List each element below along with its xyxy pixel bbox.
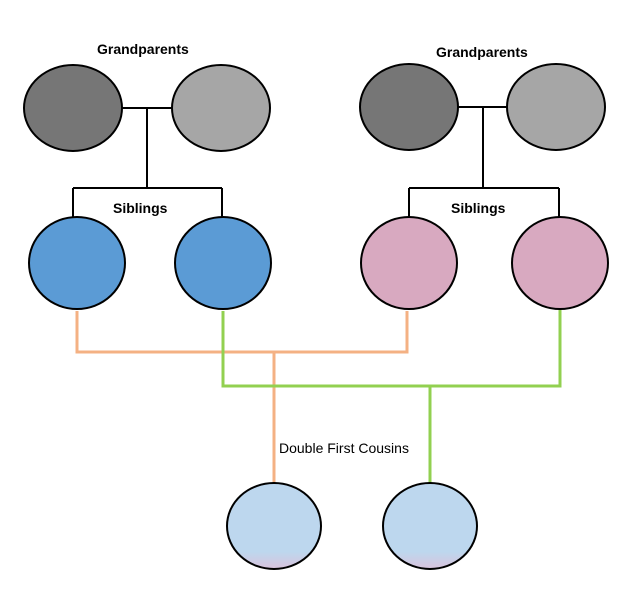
grandparent-left-1 xyxy=(23,64,123,152)
sibling-right-1 xyxy=(360,216,458,310)
sibling-left-2 xyxy=(174,216,272,310)
green-marriage-line xyxy=(221,306,562,388)
grandparent-right-1 xyxy=(359,63,459,151)
cousin-2 xyxy=(382,482,478,570)
sibling-right-2 xyxy=(511,216,609,310)
cousins-label: Double First Cousins xyxy=(279,440,409,456)
grandparents-right-label: Grandparents xyxy=(436,44,528,60)
siblings-left-label: Siblings xyxy=(113,200,168,216)
orange-marriage-line xyxy=(75,311,409,354)
grandparent-left-2 xyxy=(171,64,271,152)
siblings-right-label: Siblings xyxy=(451,200,506,216)
connectors xyxy=(72,106,562,483)
grandparent-right-2 xyxy=(506,63,606,151)
sibling-left-1 xyxy=(28,216,126,310)
cousin-1 xyxy=(226,482,322,570)
grandparents-left-label: Grandparents xyxy=(97,41,189,57)
